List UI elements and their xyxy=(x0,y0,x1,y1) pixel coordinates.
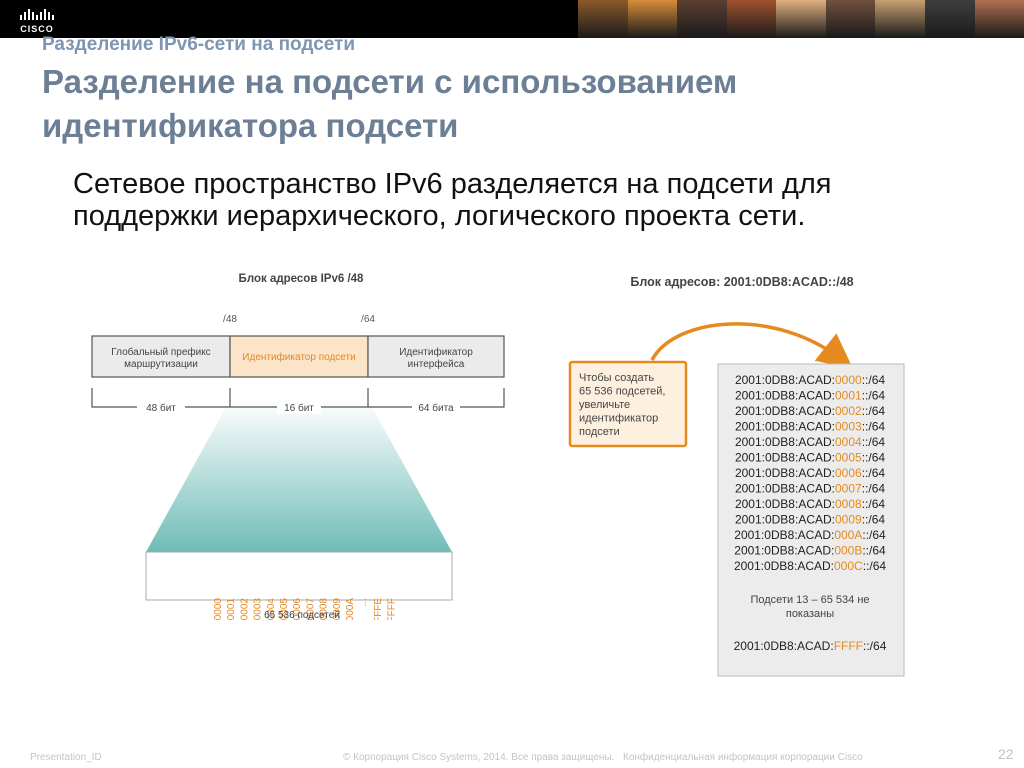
subnet-id-label: Идентификатор подсети xyxy=(242,351,355,363)
not-shown-line2: показаны xyxy=(786,608,834,620)
subnet-address-item: 2001:0DB8:ACAD:0002::/64 xyxy=(735,404,885,418)
callout-line: подсети xyxy=(579,426,620,438)
total-subnets-label: 65 536 подсетей xyxy=(264,610,340,620)
subnet-id-item: 000A xyxy=(345,598,356,620)
slide-title: Разделение на подсети с использованием и… xyxy=(42,60,942,148)
subnet-address-item: 2001:0DB8:ACAD:0001::/64 xyxy=(735,389,885,403)
subnet-id-item: 0001 xyxy=(226,598,237,620)
subnet-address-item: 2001:0DB8:ACAD:0009::/64 xyxy=(735,513,885,527)
subnet-id-item: 0003 xyxy=(253,598,264,620)
subnet-id-item: FFFE xyxy=(373,598,384,620)
interface-id-label-1: Идентификатор xyxy=(399,346,473,358)
subnet-address-item: 2001:0DB8:ACAD:0007::/64 xyxy=(735,482,885,496)
body-line2: поддержки иерархического, логического пр… xyxy=(73,200,993,232)
subnet-address-item: 2001:0DB8:ACAD:0006::/64 xyxy=(735,466,885,480)
header-photo xyxy=(875,0,925,38)
header-photo xyxy=(727,0,777,38)
callout-line: увеличьте xyxy=(579,399,630,411)
subnet-address-item: 2001:0DB8:ACAD:0004::/64 xyxy=(735,435,885,449)
callout-line: Чтобы создать xyxy=(579,372,654,384)
cisco-logo-text: CISCO xyxy=(14,24,60,34)
slide-title-line2: идентификатора подсети xyxy=(42,104,942,148)
callout-line: идентификатор xyxy=(579,413,658,425)
cisco-bridge-icon xyxy=(14,6,60,22)
increment-arrow xyxy=(652,324,842,360)
global-prefix-label-1: Глобальный префикс xyxy=(111,346,210,358)
not-shown-line1: Подсети 13 – 65 534 не xyxy=(750,594,869,606)
subnet-id-item: 0000 xyxy=(213,598,224,620)
slide-body-text: Сетевое пространство IPv6 разделяется на… xyxy=(73,168,993,232)
header-photo-strip xyxy=(578,0,1024,38)
callout-line: 65 536 подсетей, xyxy=(579,386,665,398)
body-line1: Сетевое пространство IPv6 разделяется на… xyxy=(73,168,993,200)
subnet-id-item: 0002 xyxy=(239,598,250,620)
mark-64: /64 xyxy=(361,314,375,325)
last-subnet-suffix: ::/64 xyxy=(863,639,887,653)
interface-id-label-2: интерфейса xyxy=(408,358,465,370)
last-subnet-prefix: 2001:0DB8:ACAD: xyxy=(734,639,834,653)
footer-presentation-id: Presentation_ID xyxy=(30,752,102,763)
header-photo xyxy=(578,0,628,38)
header-photo xyxy=(975,0,1024,38)
bits-64-label: 64 бита xyxy=(418,402,454,414)
cisco-logo: CISCO xyxy=(14,6,60,34)
slide-subtitle: Разделение IPv6-сети на подсети xyxy=(42,34,355,56)
header-photo xyxy=(826,0,876,38)
global-prefix-label-2: маршрутизации xyxy=(124,359,198,370)
subnet-id-ellipsis: ... xyxy=(358,598,369,606)
subnet-id-item: FFFF xyxy=(386,598,397,620)
subnet-address-item: 2001:0DB8:ACAD:0000::/64 xyxy=(735,373,885,387)
header-photo xyxy=(628,0,678,38)
last-subnet-id: FFFF xyxy=(834,639,863,653)
subnet-id-list-box xyxy=(146,552,452,600)
header-photo xyxy=(776,0,826,38)
page-number: 22 xyxy=(998,746,1014,762)
header-photo xyxy=(677,0,727,38)
subnet-address-item: 2001:0DB8:ACAD:000C::/64 xyxy=(734,559,886,573)
mark-48: /48 xyxy=(223,314,237,325)
subnet-allocation-diagram: Блок адресов: 2001:0DB8:ACAD::/48 Чтобы … xyxy=(560,262,920,687)
subnet-expansion-funnel xyxy=(146,400,452,552)
footer-copyright: © Корпорация Cisco Systems, 2014. Все пр… xyxy=(343,752,614,763)
last-subnet-address: 2001:0DB8:ACAD:FFFF::/64 xyxy=(734,639,887,653)
subnet-address-item: 2001:0DB8:ACAD:0003::/64 xyxy=(735,420,885,434)
subnet-address-item: 2001:0DB8:ACAD:0008::/64 xyxy=(735,497,885,511)
left-diagram-caption: Блок адресов IPv6 /48 xyxy=(239,273,364,285)
header-bar: CISCO xyxy=(0,0,1024,38)
header-photo xyxy=(925,0,975,38)
bits-16-label: 16 бит xyxy=(284,402,314,414)
bits-48-label: 48 бит xyxy=(146,402,176,414)
ipv6-address-structure-diagram: Блок адресов IPv6 /48 /48 /64 Глобальный… xyxy=(80,260,530,620)
footer-confidential: Конфиденциальная информация корпорации C… xyxy=(623,752,863,763)
right-diagram-caption: Блок адресов: 2001:0DB8:ACAD::/48 xyxy=(630,275,853,289)
subnet-address-item: 2001:0DB8:ACAD:000B::/64 xyxy=(734,544,886,558)
slide-title-line1: Разделение на подсети с использованием xyxy=(42,60,942,104)
subnet-address-item: 2001:0DB8:ACAD:0005::/64 xyxy=(735,451,885,465)
subnet-address-item: 2001:0DB8:ACAD:000A::/64 xyxy=(734,528,886,542)
